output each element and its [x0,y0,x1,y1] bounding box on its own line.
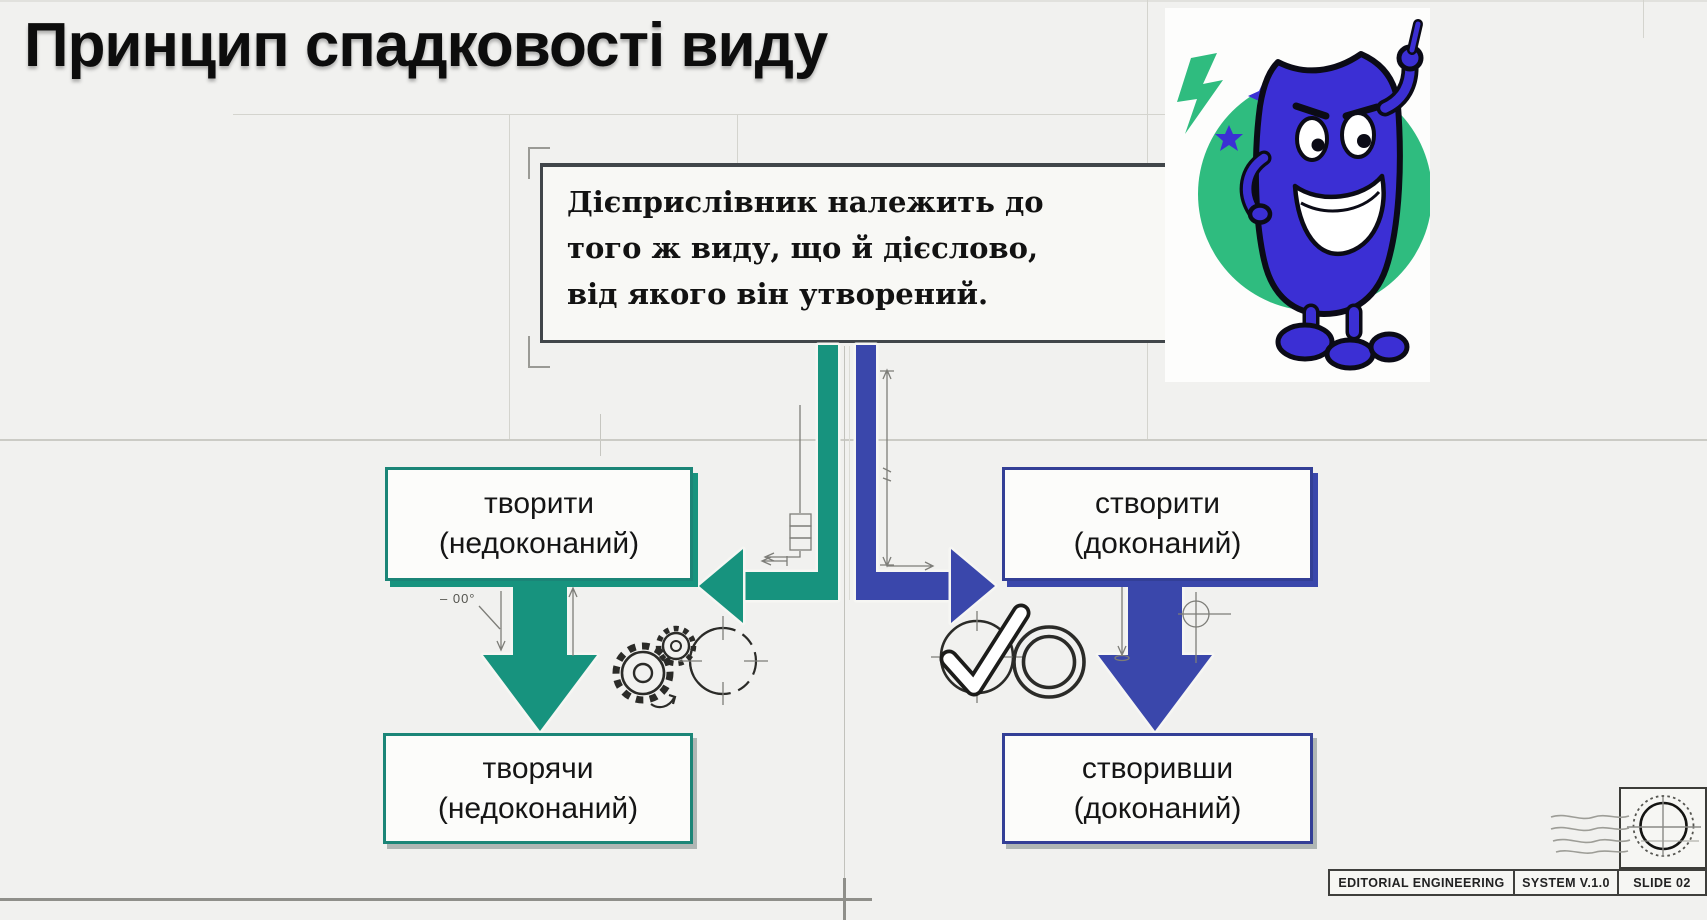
aspect-label: (недоконаний) [437,791,639,825]
footer-brand-label: EDITORIAL ENGINEERING [1338,875,1505,890]
node-perfective-verb: створити (доконаний) [1002,467,1313,581]
stack-glyph [789,513,812,527]
gears-icon [612,625,697,709]
grid-line [737,114,738,166]
definition-line: від якого він утворений. [567,277,989,311]
center-divider-line [844,346,845,899]
grid-line [0,439,1707,441]
participle-label: створивши [1081,751,1234,785]
grid-line [1643,0,1644,38]
lightning-bolt-icon [1177,53,1223,134]
arrowhead-left-icon [696,546,746,626]
aspect-label: (доконаний) [1073,791,1242,825]
check-circle-icon [931,603,1031,703]
footer-cell-brand: EDITORIAL ENGINEERING [1328,869,1515,896]
star-icon [1215,125,1243,151]
crosshair-marker-icon [1178,592,1231,663]
aspect-label: (недоконаний) [438,527,640,560]
imperfective-derive-arrow [480,577,600,734]
corner-bracket-icon [528,147,550,179]
angle-annotation: – 00° [440,591,476,606]
grid-line [0,0,1707,2]
flow-bar [740,342,841,603]
bottom-center-tick [843,878,846,920]
mascot-image [1165,8,1432,382]
verb-label: творити [484,487,594,520]
footer-slide-label: SLIDE 02 [1633,875,1691,890]
mascot-character [1239,19,1424,371]
footer-system-label: SYSTEM V.1.0 [1522,875,1610,890]
dashed-target-icon [678,616,768,705]
footer-cell-system: SYSTEM V.1.0 [1513,869,1619,896]
imperfective-flow-arrow [696,342,841,626]
center-divider-line [849,346,850,600]
flow-bar [853,342,954,603]
mascot-graphic [1165,8,1432,382]
ring-icon [1012,625,1086,699]
stack-glyph [789,525,812,539]
definition-line: Дієприслівник належить до [567,185,1044,219]
postal-stamp-icon [1619,787,1707,869]
definition-line: того ж виду, що й дієслово, [567,231,1039,265]
footer-cell-slide: SLIDE 02 [1617,869,1707,896]
perfective-derive-arrow [1095,577,1215,734]
aspect-label: (доконаний) [1073,527,1242,560]
node-imperfective-participle: творячи (недоконаний) [383,733,693,844]
grid-line [509,114,510,440]
arrowhead-right-icon [948,546,998,626]
grid-line [600,414,601,456]
bottom-rule [0,898,872,901]
node-perfective-participle: створивши (доконаний) [1002,733,1313,844]
stack-glyph [789,537,812,551]
grid-line [233,114,1165,115]
page-title: Принцип спадковості виду [24,11,828,80]
definition-box: Дієприслівник належить до того ж виду, щ… [540,163,1168,343]
perfective-flow-arrow [853,342,998,626]
node-imperfective-verb: творити (недоконаний) [385,467,693,581]
verb-label: створити [1095,487,1220,520]
corner-bracket-icon [528,336,550,368]
postmark-waves [1550,814,1631,854]
participle-label: творячи [482,751,594,785]
